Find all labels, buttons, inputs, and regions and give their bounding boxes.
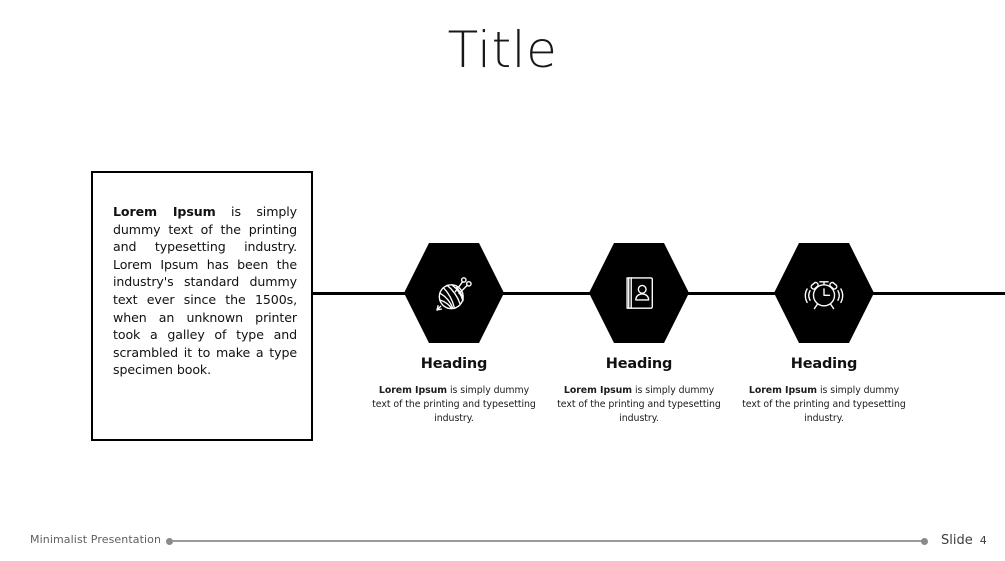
- column-caption-1: Heading Lorem Ipsum is simply dummy text…: [370, 356, 538, 426]
- column-heading-1: Heading: [420, 356, 488, 372]
- column-body-1: Lorem Ipsum is simply dummy text of the …: [370, 384, 538, 426]
- footer-presentation-label: Minimalist Presentation: [30, 533, 162, 546]
- column-body-2: Lorem Ipsum is simply dummy text of the …: [555, 384, 723, 426]
- footer-dot-right-icon: [921, 538, 928, 545]
- description-box-body: is simply dummy text of the printing and…: [113, 204, 298, 378]
- hexagon-badge-2[interactable]: [589, 243, 689, 343]
- column-body-text-3: is simply dummy text of the printing and…: [742, 385, 906, 424]
- slide-word: Slide: [941, 533, 973, 548]
- column-body-text-1: is simply dummy text of the printing and…: [372, 385, 536, 424]
- page-title: Title: [447, 21, 558, 79]
- alarm-clock-icon: [802, 271, 846, 315]
- column-body-lead-1: Lorem Ipsum: [378, 385, 448, 396]
- address-book-contact-icon: [617, 271, 661, 315]
- column-body-text-2: is simply dummy text of the printing and…: [557, 385, 721, 424]
- hexagon-shape-2: [589, 243, 689, 343]
- column-caption-2: Heading Lorem Ipsum is simply dummy text…: [555, 356, 723, 426]
- footer-dot-left-icon: [166, 538, 173, 545]
- description-box-lead: Lorem Ipsum: [113, 204, 216, 219]
- column-heading-2: Heading: [605, 356, 673, 372]
- column-body-lead-2: Lorem Ipsum: [563, 385, 633, 396]
- description-box-text: Lorem Ipsum is simply dummy text of the …: [113, 203, 297, 379]
- column-body-3: Lorem Ipsum is simply dummy text of the …: [740, 384, 908, 426]
- column-body-lead-3: Lorem Ipsum: [748, 385, 818, 396]
- column-caption-3: Heading Lorem Ipsum is simply dummy text…: [740, 356, 908, 426]
- slide-number-indicator: Slide 4: [941, 533, 987, 548]
- hexagon-badge-3[interactable]: [774, 243, 874, 343]
- column-heading-3: Heading: [790, 356, 858, 372]
- slide-number: 4: [979, 534, 987, 547]
- description-box: Lorem Ipsum is simply dummy text of the …: [91, 171, 313, 441]
- hexagon-badge-1[interactable]: [404, 243, 504, 343]
- footer-divider-line: [172, 540, 925, 542]
- yarn-ball-knitting-needles-icon: [432, 271, 476, 315]
